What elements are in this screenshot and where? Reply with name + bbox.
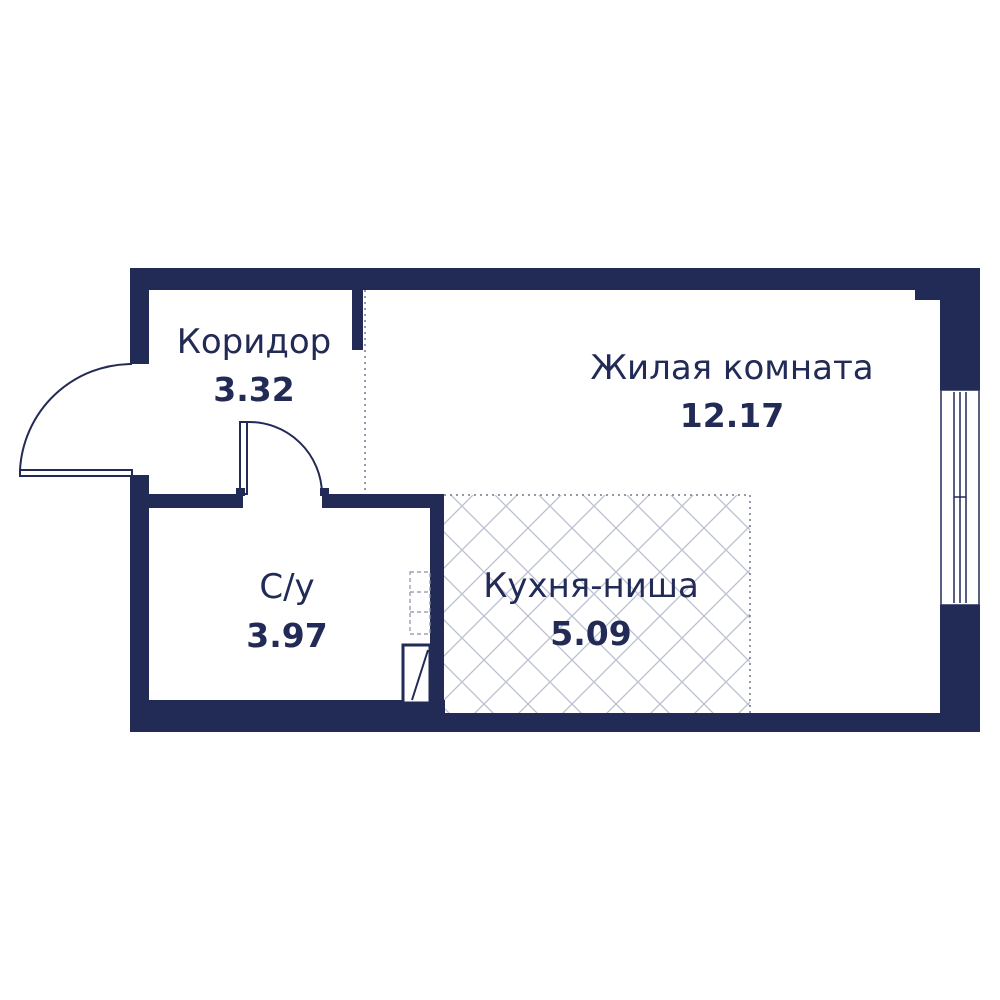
kitchen-name: Кухня-ниша [483,566,699,606]
corridor-name: Коридор [177,322,332,362]
ventilation-shaft [401,571,432,705]
kitchen-area-value: 5.09 [550,614,631,653]
entrance-door [19,362,133,477]
kitchen-area [444,494,751,713]
window [940,389,980,606]
bathroom-door [239,420,323,495]
living-room-name: Жилая комната [590,348,873,388]
walls [130,268,980,732]
corridor-area: 3.32 [213,370,294,409]
bathroom-name: С/у [259,567,314,607]
bathroom-area: 3.97 [246,616,327,655]
living-room-area: 12.17 [680,396,784,435]
